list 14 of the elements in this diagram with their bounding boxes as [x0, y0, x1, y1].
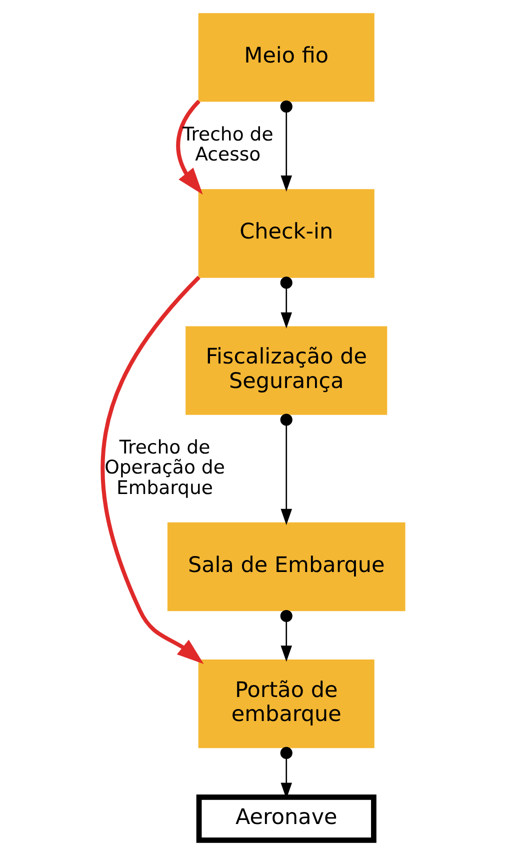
edge-label: Trecho de Acesso [182, 124, 274, 166]
node-box: Aeronave [196, 794, 376, 843]
arrow [280, 276, 292, 329]
node-box: Sala de Embarque [167, 522, 406, 612]
arrow [100, 276, 204, 664]
arrow [280, 100, 292, 192]
node-box: Fiscalização de Segurança [186, 326, 388, 415]
edge-label: Trecho de Operação de Embarque [104, 437, 225, 499]
arrow [176, 100, 203, 195]
node-box: Check-in [198, 189, 374, 278]
arrow [280, 610, 292, 662]
node-box: Portão de embarque [198, 659, 374, 748]
node-box: Meio fio [198, 13, 374, 102]
arrow [280, 414, 292, 526]
